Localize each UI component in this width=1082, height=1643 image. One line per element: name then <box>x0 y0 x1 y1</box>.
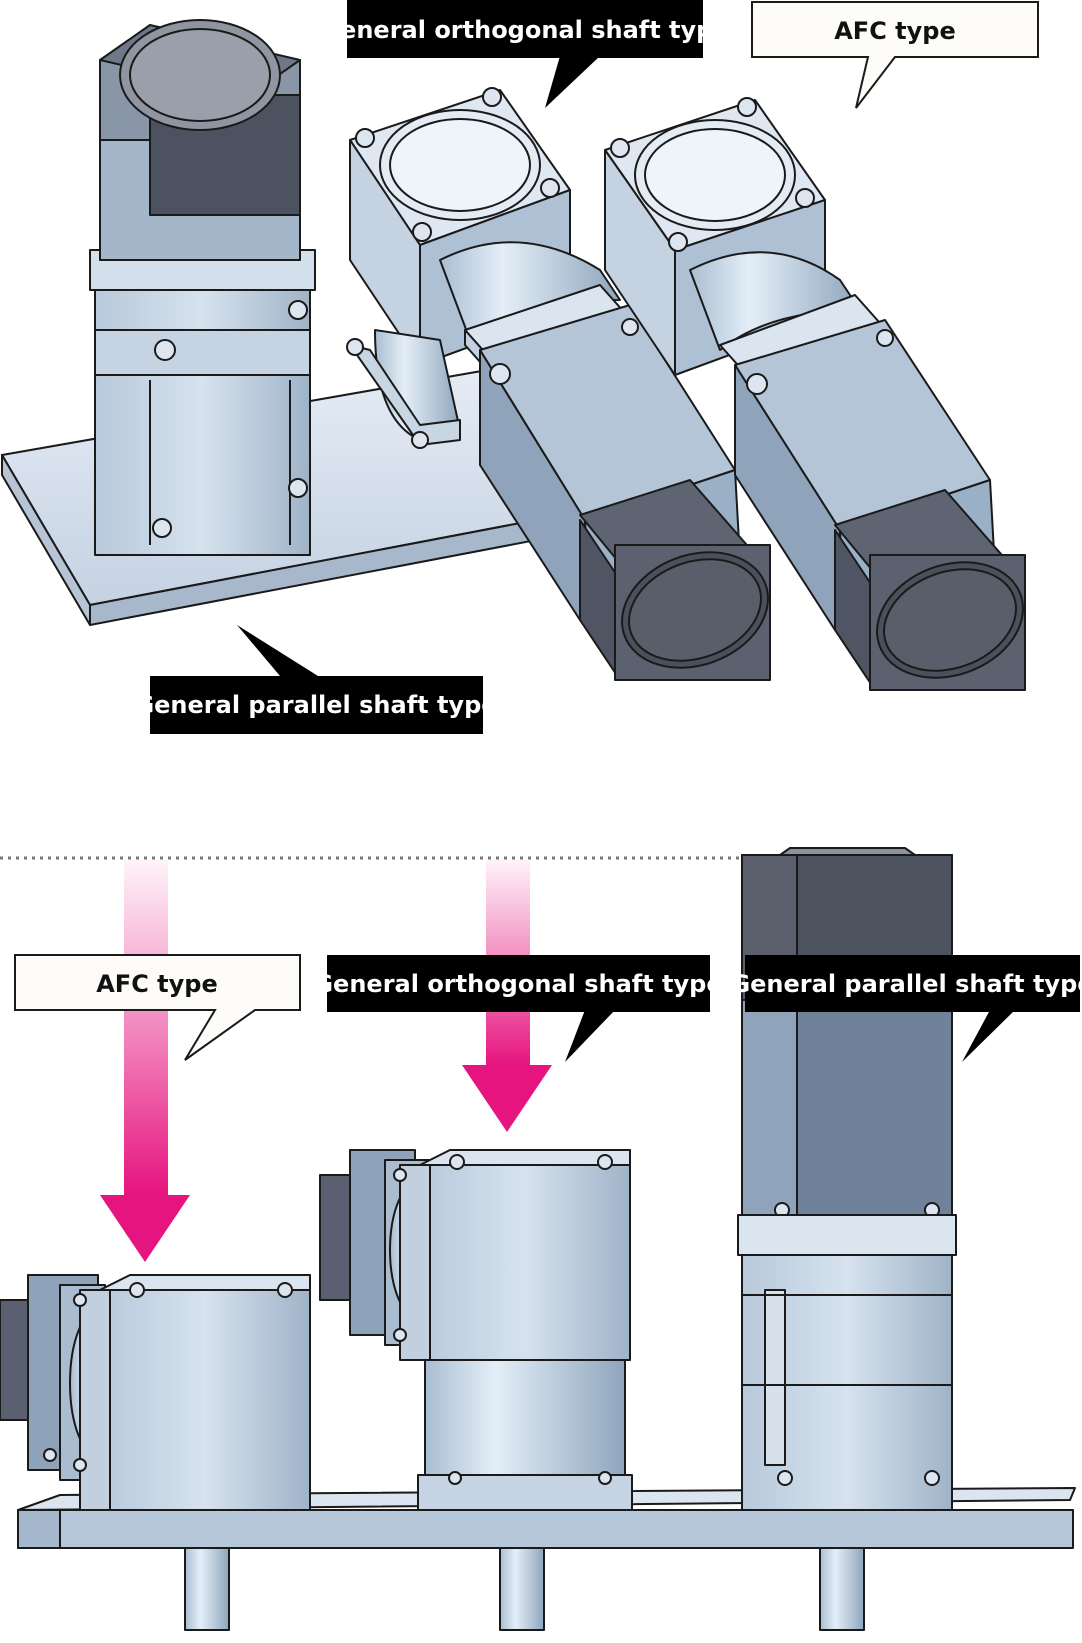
top-callout-orthogonal: General orthogonal shaft type <box>320 0 730 108</box>
top-parallel-motor <box>89 19 316 556</box>
top-callout-parallel: General parallel shaft type <box>134 625 498 734</box>
top-callout-afc: AFC type <box>751 1 1039 109</box>
bottom-callout-orthogonal: General orthogonal shaft type <box>313 955 723 1062</box>
top-label-afc: AFC type <box>834 17 956 45</box>
bottom-callout-afc: AFC type <box>14 954 301 1061</box>
shaft-middle <box>499 1539 545 1631</box>
bottom-orthogonal-motor <box>319 1149 633 1511</box>
top-label-orthogonal: General orthogonal shaft type <box>320 16 729 44</box>
height-arrow-afc <box>100 860 190 1262</box>
bottom-label-parallel: General parallel shaft type <box>730 970 1082 998</box>
top-afc-motor <box>604 97 1026 691</box>
bottom-label-afc: AFC type <box>96 970 218 998</box>
bottom-afc-motor <box>0 1274 311 1511</box>
bottom-illustration <box>0 847 1076 1631</box>
shaft-right <box>819 1539 865 1631</box>
top-illustration <box>1 19 1026 691</box>
bottom-parallel-motor <box>737 847 957 1511</box>
bottom-callout-parallel: General parallel shaft type <box>730 955 1082 1062</box>
bottom-label-orthogonal: General orthogonal shaft type <box>313 970 722 998</box>
top-orthogonal-motor <box>346 87 771 681</box>
shaft-left <box>184 1539 230 1631</box>
top-label-parallel: General parallel shaft type <box>134 691 497 719</box>
